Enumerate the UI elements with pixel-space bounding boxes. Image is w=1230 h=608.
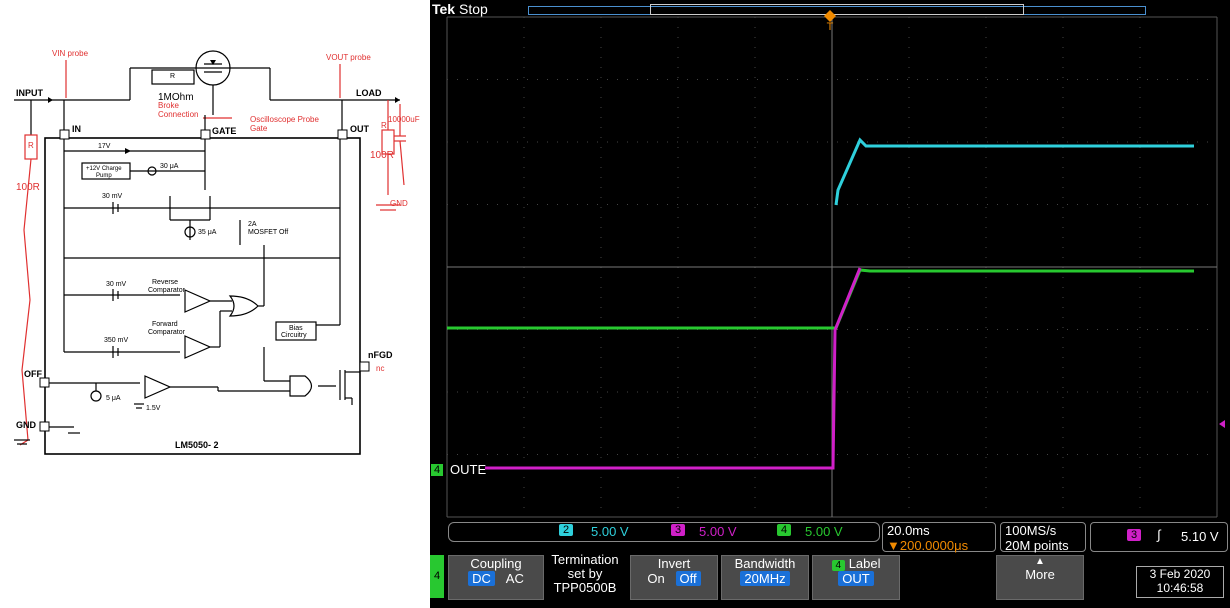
time-value: 10:46:58 [1156, 581, 1204, 595]
channel-select-tab[interactable]: 4 [430, 555, 444, 598]
termination-line2: set by [567, 566, 603, 581]
r-left-label: R [28, 141, 34, 150]
pump-label: Pump [96, 173, 112, 179]
connection-label: Connection [158, 110, 198, 119]
timebase-box[interactable]: 20.0ms ▼200.0000μs [882, 522, 996, 553]
r-top-label: R [170, 73, 175, 80]
v17-label: 17V [98, 143, 111, 150]
termination-line1: Termination [551, 552, 619, 567]
date-value: 3 Feb 2020 [1149, 567, 1211, 581]
i30-label: 30 μA [160, 163, 179, 170]
record-view-window [650, 4, 1024, 15]
load-label: LOAD [356, 88, 382, 98]
two-a-label: 2A [248, 221, 257, 228]
bias2-label: Circuitry [281, 332, 307, 339]
r-right-label: R [381, 121, 387, 130]
waveform-display: T [446, 10, 1225, 518]
ch4-scale: 5.00 V [805, 524, 843, 539]
invert-off-option[interactable]: Off [675, 571, 701, 586]
datetime-box: 3 Feb 2020 10:46:58 [1136, 566, 1224, 598]
trigger-level: 5.10 V [1181, 529, 1219, 544]
bandwidth-label: Bandwidth [734, 556, 796, 571]
ch4-waveform [447, 268, 1194, 330]
part-number: LM5050- 2 [175, 440, 219, 450]
bandwidth-value: 20MHz [740, 571, 790, 586]
more-up-icon: ▲ [1035, 556, 1045, 567]
v15-label: 1.5V [146, 405, 161, 412]
input-label: INPUT [16, 88, 44, 98]
ch4-badge: 4 [777, 524, 792, 536]
label-button[interactable]: 4 Label OUT [812, 555, 900, 600]
coupling-dc-option[interactable]: DC [468, 571, 495, 586]
comparator2-label: Comparator [148, 329, 186, 336]
invert-label: Invert [657, 556, 691, 571]
pin-off: OFF [24, 369, 42, 379]
pin-gate: GATE [212, 126, 236, 136]
comparator1-label: Comparator [148, 287, 186, 294]
nc-label: nc [376, 364, 384, 373]
sample-rate: 100MS/s [1005, 523, 1057, 538]
forward-label: Forward [152, 321, 178, 328]
mosfet-off-label: MOSFET Off [248, 229, 288, 236]
record-length: 20M points [1005, 538, 1069, 553]
coupling-label: Coupling [470, 556, 522, 571]
mv30b-label: 30 mV [106, 281, 127, 288]
osc-probe-label: Oscilloscope Probe [250, 115, 319, 124]
mv350-label: 350 mV [104, 337, 128, 344]
ch3-trigger-level-icon [1219, 420, 1225, 428]
trigger-source-badge: 3 [1127, 529, 1142, 541]
pin-out: OUT [350, 124, 370, 134]
bias1-label: Bias [289, 325, 303, 332]
ch3-waveform [485, 267, 862, 470]
trigger-position-value: ▼200.0000μs [887, 538, 969, 553]
oscilloscope-screen: Tek Stop T 4 OUTE 2 5.00 V 3 5.00 V 4 5.… [430, 0, 1230, 608]
acquisition-box[interactable]: 100MS/s 20M points [1000, 522, 1086, 553]
schematic-panel: VIN probe VOUT probe INPUT LOAD R 1MOhm … [14, 49, 420, 455]
ch2-scale: 5.00 V [591, 524, 629, 539]
more-button[interactable]: ▲ More [996, 555, 1084, 600]
channel-scale-bar[interactable]: 2 5.00 V 3 5.00 V 4 5.00 V [448, 522, 880, 542]
gnd-hand-label: GND [390, 199, 408, 208]
ch4-marker: 4 [431, 464, 444, 476]
pin-gnd: GND [16, 420, 37, 430]
cap-label: 10000uF [388, 115, 420, 124]
i35-label: 35 μA [198, 229, 217, 236]
scope-header: Tek Stop [432, 1, 488, 17]
vin-probe-label: VIN probe [52, 49, 89, 58]
pin-in: IN [72, 124, 81, 134]
r-value: 1MOhm [158, 92, 194, 103]
ch4-trace-label: OUTE [450, 462, 487, 477]
r-right-value: 100R [370, 150, 394, 161]
ch2-waveform [834, 137, 1194, 206]
ch2-badge: 2 [559, 524, 574, 536]
ch3-badge: 3 [671, 524, 686, 536]
broke-label: Broke [158, 101, 179, 110]
gate-probe-label: Gate [250, 124, 268, 133]
acquisition-status: Stop [458, 1, 488, 17]
invert-on-option[interactable]: On [647, 571, 665, 586]
timebase-value: 20.0ms [887, 523, 930, 538]
trigger-t-icon: T [827, 21, 834, 33]
invert-button[interactable]: Invert On Off [630, 555, 718, 600]
label-value: OUT [838, 571, 874, 586]
vout-probe-label: VOUT probe [326, 53, 371, 62]
coupling-ac-option[interactable]: AC [505, 571, 524, 586]
mv30a-label: 30 mV [102, 193, 123, 200]
charge-pump-label: +12V Charge [86, 166, 122, 172]
bandwidth-button[interactable]: Bandwidth 20MHz [721, 555, 809, 600]
label-channel-badge: 4 [831, 560, 846, 571]
brand-label: Tek [432, 1, 456, 17]
trigger-box[interactable]: 3 ∫ 5.10 V [1090, 522, 1228, 552]
more-label: More [1025, 567, 1055, 582]
pin-nfgd: nFGD [368, 350, 393, 360]
rising-edge-icon: ∫ [1157, 527, 1161, 542]
termination-info: Termination set by TPP0500B [542, 553, 628, 601]
reverse-label: Reverse [152, 279, 178, 286]
label-label: Label [848, 556, 881, 571]
termination-line3: TPP0500B [553, 580, 617, 595]
trigger-position-icon [824, 10, 836, 22]
i5-label: 5 μA [106, 395, 121, 402]
ch3-scale: 5.00 V [699, 524, 737, 539]
coupling-button[interactable]: Coupling DC AC [448, 555, 544, 600]
